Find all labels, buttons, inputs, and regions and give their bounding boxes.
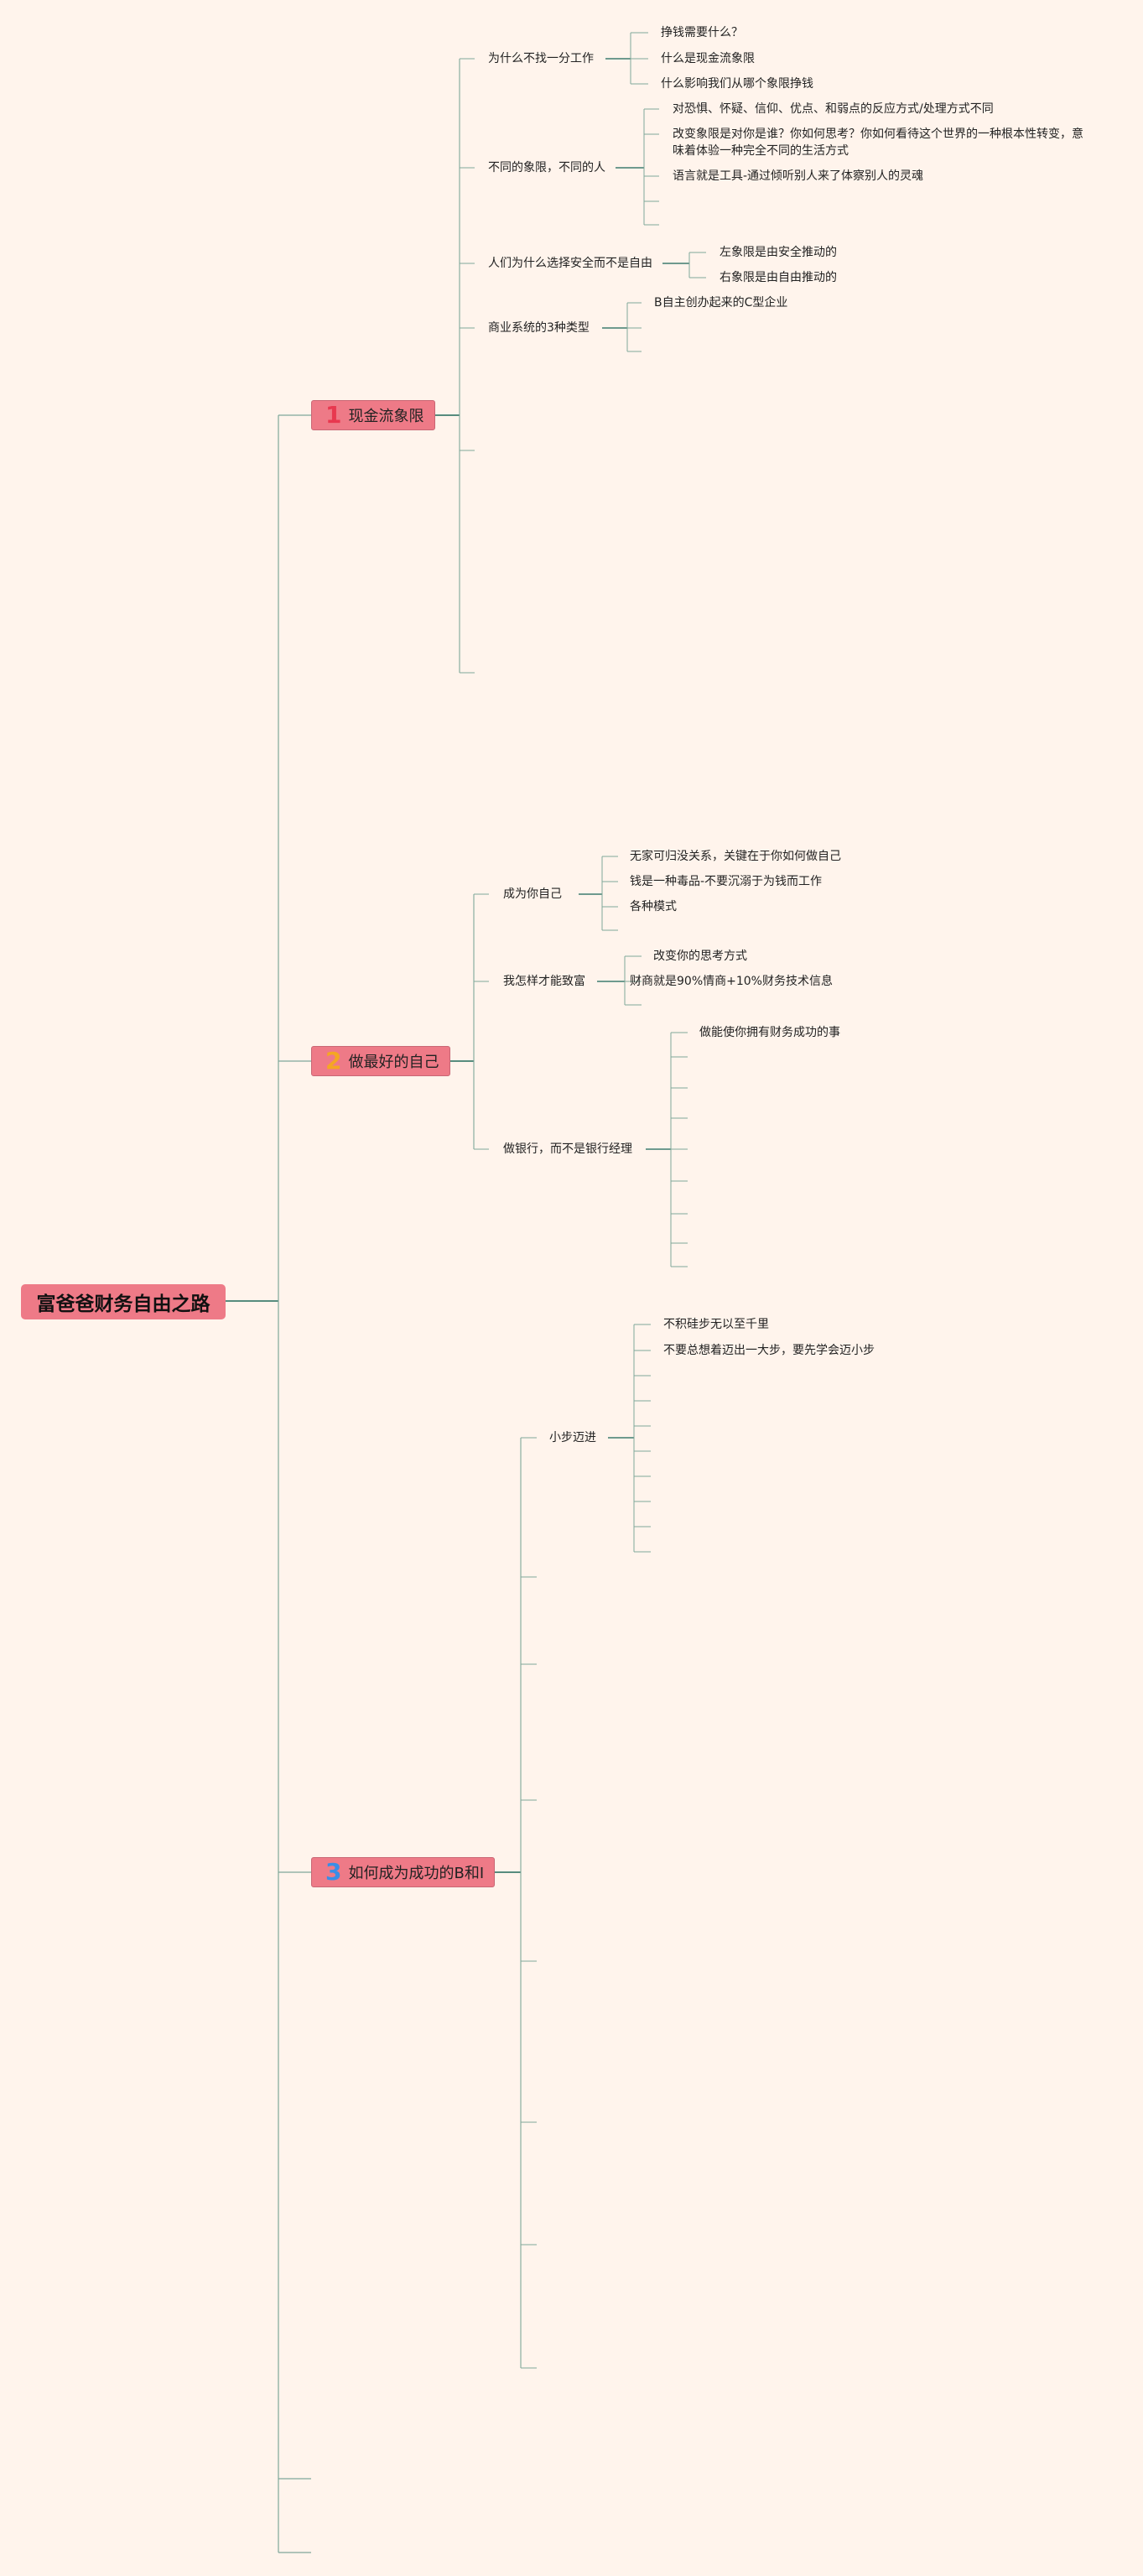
topic-be-yourself[interactable]: 成为你自己 [503,887,562,901]
topic-fear-response[interactable]: 对恐惧、怀疑、信仰、优点、和弱点的反应方式/处理方式不同 [673,102,994,116]
branch-label-1: 现金流象限 [348,408,424,425]
root-node[interactable]: 富爸爸财务自由之路 [21,1284,226,1319]
topic-what-needed-earn[interactable]: 挣钱需要什么？ [661,26,743,39]
topic-small-steps[interactable]: 小步迈进 [549,1431,596,1444]
branch-number-2: 2 [325,1047,342,1075]
branch-label-3: 如何成为成功的B和I [348,1865,485,1882]
topic-language-tool[interactable]: 语言就是工具-通过倾听别人来了体察别人的灵魂 [673,169,924,183]
branch-node-2[interactable]: 2 做最好的自己 [311,1046,450,1076]
topic-change-thinking[interactable]: 改变你的思考方式 [653,950,747,963]
topic-homeless-ok[interactable]: 无家可归没关系，关键在于你如何做自己 [630,850,841,863]
topic-diff-quadrants[interactable]: 不同的象限，不同的人 [488,161,605,174]
topic-how-rich[interactable]: 我怎样才能致富 [503,975,585,988]
topic-right-quadrant[interactable]: 右象限是由自由推动的 [720,271,837,284]
branch-number-1: 1 [325,401,342,429]
topic-change-quadrant[interactable]: 改变象限是对你是谁？你如何思考？你如何看待这个世界的一种根本性转变，意味着体验一… [673,127,1083,158]
topic-why-not-job[interactable]: 为什么不找一分工作 [488,52,594,65]
topic-what-affects[interactable]: 什么影响我们从哪个象限挣钱 [661,77,813,91]
topic-what-is-cashflow[interactable]: 什么是现金流象限 [661,52,755,65]
branch-label-2: 做最好的自己 [348,1054,439,1071]
topic-step-by-step[interactable]: 不积硅步无以至千里 [663,1318,769,1331]
topic-be-bank[interactable]: 做银行，而不是银行经理 [503,1142,632,1156]
topic-learn-small-steps[interactable]: 不要总想着迈出一大步，要先学会迈小步 [663,1344,875,1357]
branch-number-3: 3 [325,1858,342,1886]
topic-fq-eq[interactable]: 财商就是90%情商+10%财务技术信息 [630,975,833,988]
topic-patterns[interactable]: 各种模式 [630,900,677,913]
topic-safety-vs-freedom[interactable]: 人们为什么选择安全而不是自由 [488,257,652,270]
branch-node-3[interactable]: 3 如何成为成功的B和I [311,1857,495,1887]
topic-left-quadrant[interactable]: 左象限是由安全推动的 [720,246,837,259]
topic-money-drug[interactable]: 钱是一种毒品-不要沉溺于为钱而工作 [630,875,823,888]
topic-b-c-enterprise[interactable]: B自主创办起来的C型企业 [654,296,788,310]
topic-financial-success[interactable]: 做能使你拥有财务成功的事 [699,1026,840,1039]
branch-node-1[interactable]: 1 现金流象限 [311,400,435,430]
topic-business-types[interactable]: 商业系统的3种类型 [488,321,590,335]
